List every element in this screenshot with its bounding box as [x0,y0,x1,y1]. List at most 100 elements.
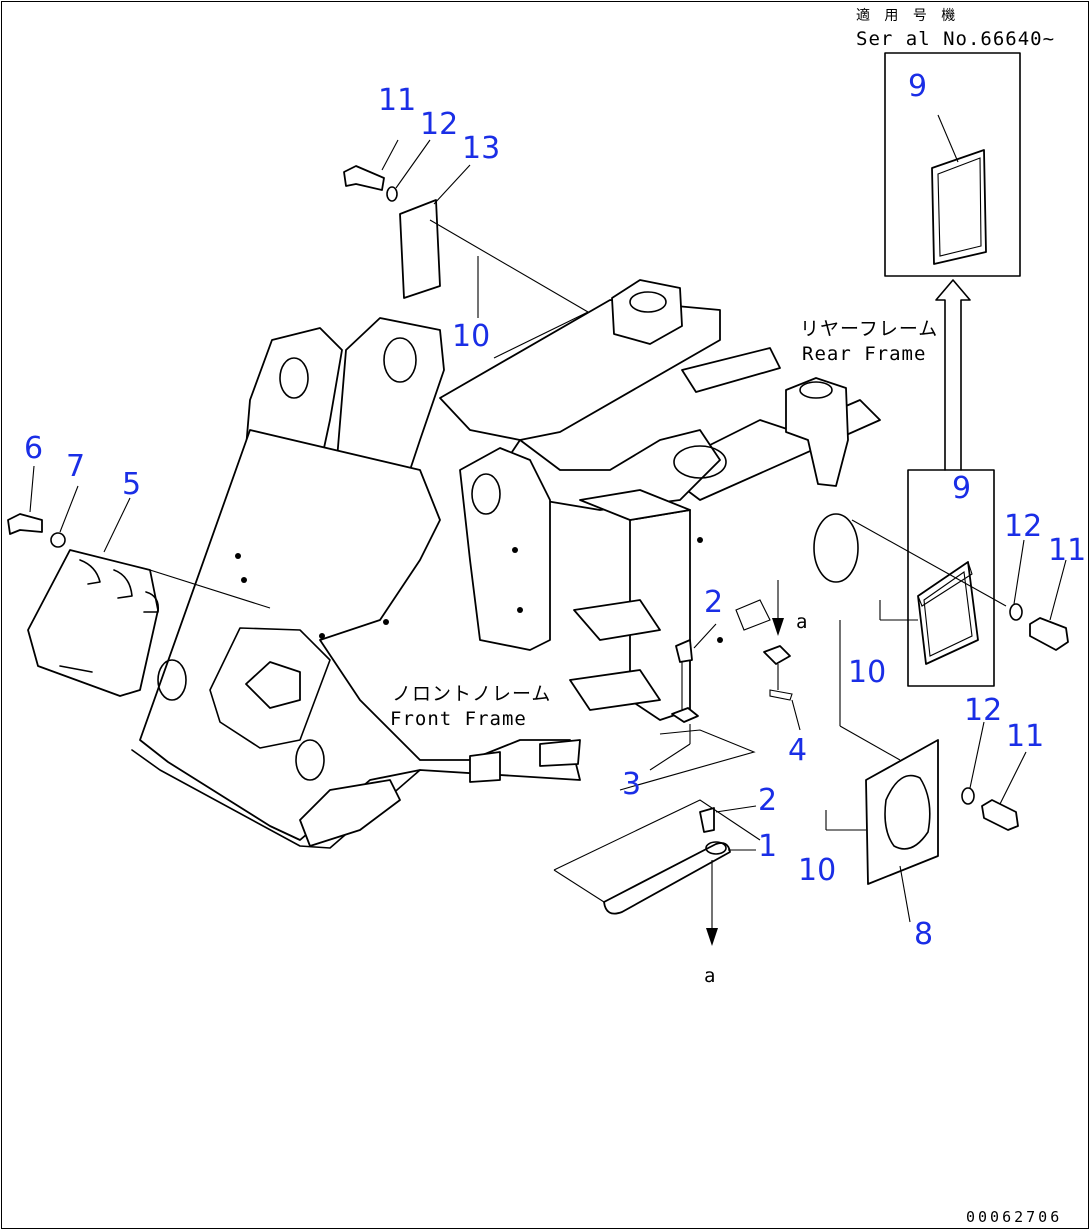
base-plate-cutout [209,627,331,749]
leader-12-lower [969,721,985,789]
callout-11-lower: 11 [1006,719,1044,754]
frame-bolt [383,619,389,625]
cover-8 [865,739,939,885]
leader-2-lower [715,805,757,813]
frame-bolt [697,537,703,543]
rear-frame: リヤーフレーム Rear Frame [439,279,937,511]
link-projection-b [553,869,605,903]
pin-2-lower [699,807,715,833]
stopper-4-foot [769,689,793,701]
callout-5: 5 [122,467,141,502]
leader-11-right [1049,559,1067,621]
left-upright-bore [279,357,309,399]
inset-leader [937,114,959,163]
cover-13 [399,199,441,299]
cover-8-projection-b [839,725,901,761]
serial-note-en: Ser al No.66640~ [856,28,1055,50]
callout-4: 4 [788,733,807,768]
plate-9-box-outline [907,469,995,687]
washer-3 [671,707,699,723]
arrow-a-lower-head [706,928,718,946]
pin-2-mid [675,639,693,663]
front-frame-lower-bracket [569,669,661,711]
callout-6: 6 [24,431,43,466]
inset-box [884,52,1021,277]
callouts: 11 12 13 10 9 9 12 11 10 12 11 6 7 5 2 4… [24,69,1086,952]
front-frame-tab [469,751,501,783]
plate-9-lip [917,561,973,607]
rear-frame-pivot-right [785,377,849,487]
front-frame-label-jp: ノロントノレーム [392,683,551,705]
right-plate-group [813,513,1069,651]
leader-8 [899,865,911,923]
washer-12-top [386,186,398,202]
front-frame-link-bracket [573,599,661,641]
front-frame-foot [299,779,401,847]
callout-3: 3 [622,767,641,802]
stopper-4 [763,645,791,665]
bolt-6 [7,513,43,535]
link-projection-c [619,729,756,791]
callout-9-inset: 9 [908,69,927,104]
rear-frame-crossbar [681,347,781,393]
cover-5-slot-2 [113,569,133,599]
serial-inset: 適 用 号 機 Ser al No.66640~ [856,7,1055,277]
arrow-shape [935,279,971,471]
leader-6 [29,465,35,513]
frame-bolt [319,633,325,639]
leader-11-top [381,139,399,171]
top-cover-group [343,139,589,359]
rear-frame-opening [673,445,727,479]
leader-12-top [395,139,431,189]
leader-13 [433,164,471,205]
frame-bolt [717,637,723,643]
callout-2-lower: 2 [758,783,777,818]
callout-1: 1 [758,829,777,864]
lug-right [295,739,325,781]
pivot-right-hole [799,381,833,399]
cover-13-projection-a [429,219,589,313]
callout-7: 7 [66,449,85,484]
front-frame-top-deck [579,489,691,521]
middle-upright-bore [383,337,417,383]
inset-plate-edge [937,157,982,257]
callout-12-right: 12 [1004,509,1042,544]
link-group: a a [553,580,807,987]
ref-a-lower: a [704,965,716,987]
callout-13: 13 [462,131,500,166]
callout-12-lower: 12 [964,693,1002,728]
washer-12-right [1009,603,1023,621]
right-tower-bore [471,473,501,515]
front-frame-tab-2 [539,739,581,767]
leader-12-right [1013,539,1025,605]
cover-8-opening [884,774,931,850]
link-projection-a [553,799,761,871]
cover-5-slot-1 [79,559,101,585]
cover-5-slot-3 [143,591,160,613]
leader-7 [59,485,79,533]
frame-bolt [235,553,241,559]
bolt-11-top [343,165,385,191]
washer-12-lower [961,787,975,805]
frame-bolt [241,577,247,583]
serial-note-jp: 適 用 号 機 [856,7,958,24]
cover-5-projection [149,569,271,609]
bolt-11-right [1029,617,1069,651]
plate-9-projection [851,519,1007,607]
frame-bolt [517,607,523,613]
washer-7 [50,532,66,548]
plate-9-box [907,469,995,687]
cover-5 [27,549,159,697]
leader-11-lower [999,751,1027,805]
front-frame-label-en: Front Frame [390,708,527,730]
bolt-11-lower [981,799,1019,831]
callout-10-top: 10 [452,319,490,354]
upgrade-arrow [935,279,971,471]
callout-12-top: 12 [420,107,458,142]
rear-frame-label-en: Rear Frame [802,343,926,365]
plate-9-inner [923,571,973,657]
leader-2-mid [693,623,717,649]
